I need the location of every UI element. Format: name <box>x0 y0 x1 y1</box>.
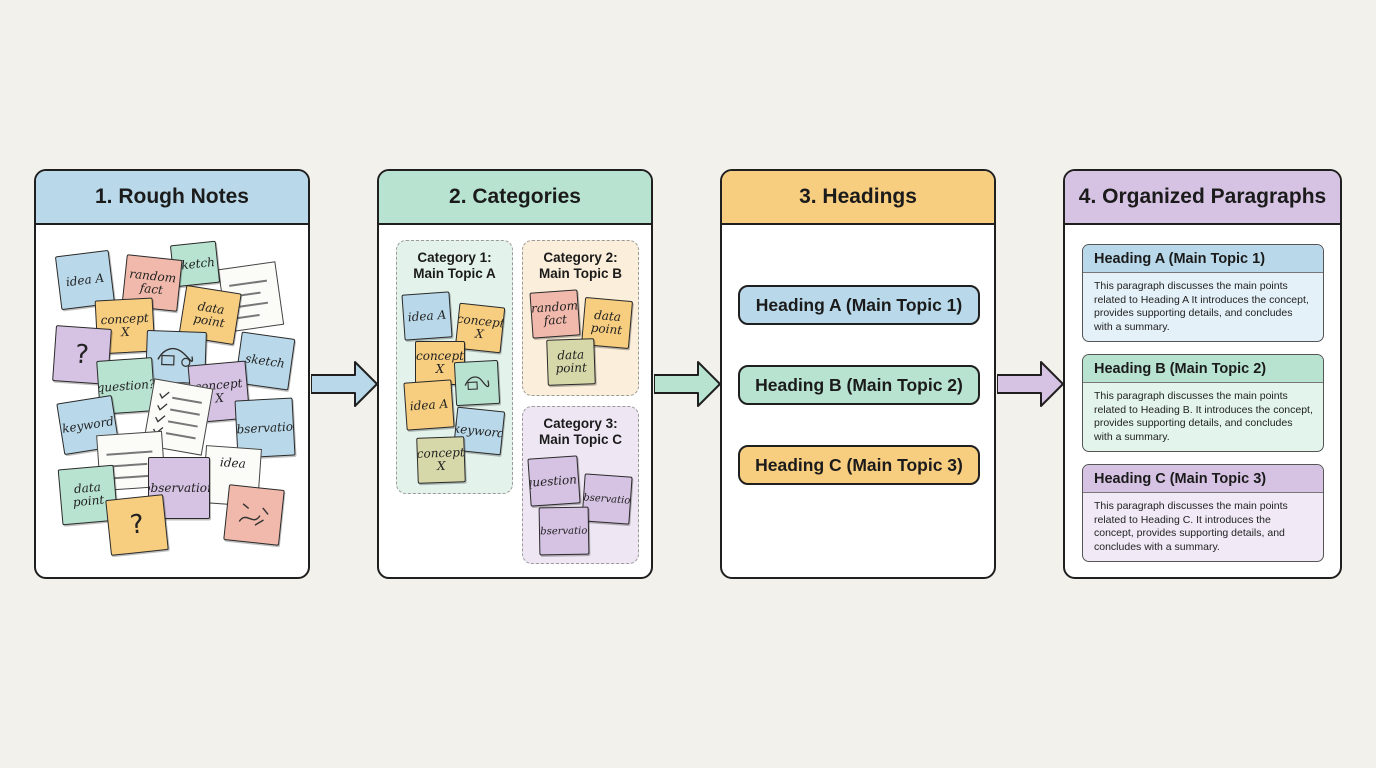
note-idea-a: idea A <box>403 379 455 431</box>
doodle-icon <box>238 503 269 526</box>
paragraph-heading: Heading B (Main Topic 2) <box>1083 355 1323 383</box>
note-sketch-pink <box>223 484 285 546</box>
note-data-point: data point <box>546 338 596 386</box>
paragraph-heading: Heading C (Main Topic 3) <box>1083 465 1323 493</box>
category-3-box: Category 3: Main Topic C question? obser… <box>522 406 639 564</box>
heading-b-pill: Heading B (Main Topic 2) <box>738 365 980 405</box>
note-doodle <box>145 329 207 385</box>
checklist-paper <box>142 378 214 456</box>
category-title: Category 3: Main Topic C <box>539 416 622 447</box>
note-concept-x: concept X <box>416 436 466 484</box>
doodle-icon <box>157 347 194 367</box>
heading-c-pill: Heading C (Main Topic 3) <box>738 445 980 485</box>
rough-notes-area: sketch idea A random fact data point con… <box>36 225 308 577</box>
category-title: Category 1: Main Topic A <box>413 250 496 281</box>
doodle-icon <box>464 376 490 391</box>
category-1-box: Category 1: Main Topic A idea A concept … <box>396 240 513 494</box>
paragraph-body: This paragraph discusses the main points… <box>1094 280 1309 333</box>
note-random-fact: random fact <box>529 289 581 339</box>
arrow-right-icon <box>311 361 378 407</box>
checkmark-icon <box>152 391 170 435</box>
paragraph-card-b: Heading B (Main Topic 2) This paragraph … <box>1082 354 1324 452</box>
note-observation: observation <box>538 506 590 556</box>
panel-title: 4. Organized Paragraphs <box>1065 171 1340 225</box>
panel-title: 2. Categories <box>379 171 651 225</box>
note-observation: observation <box>581 473 633 525</box>
heading-a-pill: Heading A (Main Topic 1) <box>738 285 980 325</box>
paragraph-card-c: Heading C (Main Topic 3) This paragraph … <box>1082 464 1324 562</box>
note-idea-a: idea A <box>401 291 453 341</box>
category-2-box: Category 2: Main Topic B random fact dat… <box>522 240 639 396</box>
note-question: question? <box>527 455 581 507</box>
panel-headings: 3. Headings Heading A (Main Topic 1) Hea… <box>720 169 996 579</box>
panel-rough-notes: 1. Rough Notes sketch idea A random fact… <box>34 169 310 579</box>
note-question-mark-2: ? <box>105 494 169 556</box>
paragraph-body: This paragraph discusses the main points… <box>1094 500 1288 553</box>
idea-label: idea <box>219 455 247 471</box>
paragraph-card-a: Heading A (Main Topic 1) This paragraph … <box>1082 244 1324 342</box>
arrow-right-icon <box>654 361 721 407</box>
category-title: Category 2: Main Topic B <box>539 250 622 281</box>
panel-categories: 2. Categories Category 1: Main Topic A i… <box>377 169 653 579</box>
paragraph-body: This paragraph discusses the main points… <box>1094 390 1313 443</box>
arrow-right-icon <box>997 361 1064 407</box>
note-doodle <box>453 359 501 407</box>
panel-title: 3. Headings <box>722 171 994 225</box>
paragraph-heading: Heading A (Main Topic 1) <box>1083 245 1323 273</box>
panel-organized-paragraphs: 4. Organized Paragraphs Heading A (Main … <box>1063 169 1342 579</box>
panel-title: 1. Rough Notes <box>36 171 308 225</box>
